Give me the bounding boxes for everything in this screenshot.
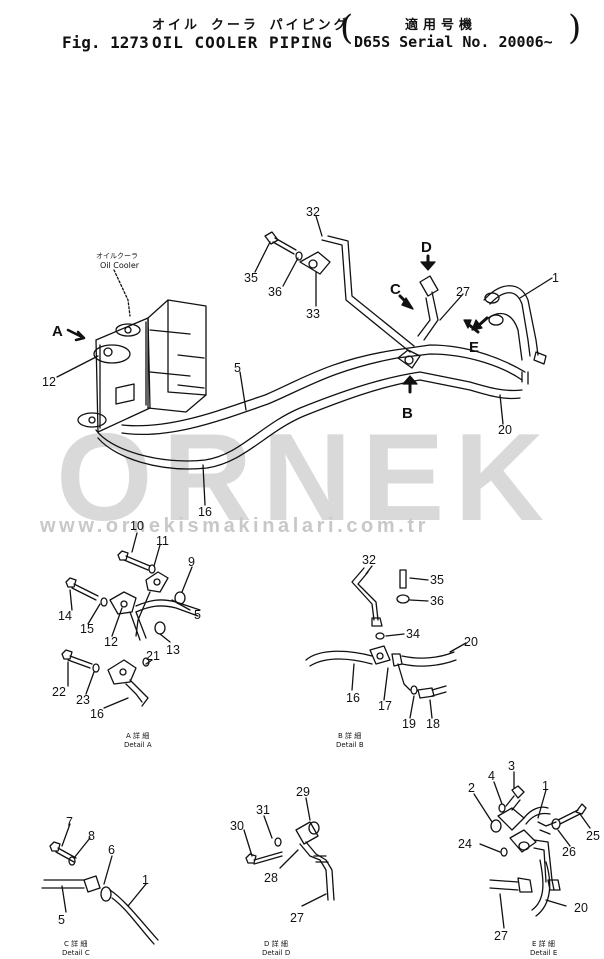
view-letter-a: A xyxy=(52,323,63,340)
detail-e-callout-2: 2 xyxy=(468,781,475,795)
detail-a-title-jp: A 詳 細 xyxy=(126,731,149,740)
callout-27: 27 xyxy=(456,285,470,299)
detail-b-callout-18: 18 xyxy=(426,717,440,731)
detail-a-callout-9: 9 xyxy=(188,555,195,569)
detail-e-callout-27: 27 xyxy=(494,929,508,943)
detail-e-callout-4: 4 xyxy=(488,769,495,783)
detail-e-title: Detail E xyxy=(530,949,557,957)
detail-a-callout-14: 14 xyxy=(58,609,72,623)
oil-cooler-label-jp: オイルクーラ xyxy=(96,252,138,260)
figure-number: Fig. 1273 xyxy=(62,33,149,52)
callout-20: 20 xyxy=(498,423,512,437)
detail-a-callout-11: 11 xyxy=(156,534,169,548)
detail-c-callout-8: 8 xyxy=(88,829,95,843)
detail-a-callout-12: 12 xyxy=(104,635,118,649)
detail-e-callout-26: 26 xyxy=(562,845,576,859)
detail-e-callout-20: 20 xyxy=(574,901,588,915)
callout-5: 5 xyxy=(234,361,241,375)
detail-b-callout-32: 32 xyxy=(362,553,376,567)
japanese-serial-label: 適用号機 xyxy=(405,18,478,33)
detail-b-title: Detail B xyxy=(336,741,364,749)
detail-a-callout-10: 10 xyxy=(130,519,144,533)
detail-c-callout-1: 1 xyxy=(142,873,149,887)
close-paren: ) xyxy=(568,8,582,48)
view-letter-e: E xyxy=(469,339,479,356)
callout-36: 36 xyxy=(268,285,282,299)
detail-a-callout-23: 23 xyxy=(76,693,90,707)
oil-cooler-body xyxy=(77,299,207,433)
detail-a-callout-13: 13 xyxy=(166,643,180,657)
page-title: OIL COOLER PIPING xyxy=(152,33,333,52)
japanese-title: オイル クーラ パイピング xyxy=(152,18,350,33)
detail-b-callout-17: 17 xyxy=(378,699,392,713)
detail-e-callout-1: 1 xyxy=(542,779,549,793)
detail-d-callout-31: 31 xyxy=(256,803,270,817)
serial-range: D65S Serial No. 20006~ xyxy=(354,33,553,51)
watermark-text: ORNEK xyxy=(56,418,554,538)
callout-32: 32 xyxy=(306,205,320,219)
watermark-logo: ORNEK xyxy=(56,418,554,538)
callout-12: 12 xyxy=(42,375,56,389)
detail-a-callout-16: 16 xyxy=(90,707,104,721)
detail-d-title-jp: D 詳 細 xyxy=(264,939,288,948)
detail-e-title-jp: E 詳 細 xyxy=(532,939,555,948)
detail-a-callout-15: 15 xyxy=(80,622,94,636)
detail-e-callout-24: 24 xyxy=(458,837,472,851)
view-letter-d: D xyxy=(421,239,432,256)
detail-c-title-jp: C 詳 細 xyxy=(64,939,87,948)
detail-d-callout-30: 30 xyxy=(230,819,244,833)
open-paren: ( xyxy=(340,8,354,48)
detail-a-callout-5: 5 xyxy=(194,608,201,622)
detail-b-title-jp: B 詳 細 xyxy=(338,731,361,740)
detail-a-title: Detail A xyxy=(124,741,152,749)
callout-35: 35 xyxy=(244,271,258,285)
detail-c-callout-5: 5 xyxy=(58,913,65,927)
view-letter-c: C xyxy=(390,281,401,298)
view-letter-b: B xyxy=(402,405,413,422)
detail-e-callout-3: 3 xyxy=(508,759,515,773)
detail-e-callout-25: 25 xyxy=(586,829,600,843)
oil-cooler-label: Oil Cooler xyxy=(100,261,140,270)
detail-b-callout-19: 19 xyxy=(402,717,416,731)
detail-c-callout-7: 7 xyxy=(66,815,73,829)
detail-a-callout-21: 21 xyxy=(146,649,160,663)
callout-1: 1 xyxy=(552,271,559,285)
detail-b-callout-16: 16 xyxy=(346,691,360,705)
detail-b-callout-35: 35 xyxy=(430,573,444,587)
detail-c-callout-6: 6 xyxy=(108,843,115,857)
watermark-url: www.ornekismakinalari.com.tr xyxy=(40,515,430,537)
detail-d-title: Detail D xyxy=(262,949,290,957)
detail-d-callout-28: 28 xyxy=(264,871,278,885)
detail-b-callout-20: 20 xyxy=(464,635,478,649)
detail-d-callout-29: 29 xyxy=(296,785,310,799)
detail-b-callout-34: 34 xyxy=(406,627,420,641)
detail-b-callout-36: 36 xyxy=(430,594,444,608)
detail-c-title: Detail C xyxy=(62,949,90,957)
detail-a-callout-22: 22 xyxy=(52,685,66,699)
detail-d-callout-27: 27 xyxy=(290,911,304,925)
callout-16: 16 xyxy=(198,505,212,519)
callout-33: 33 xyxy=(306,307,320,321)
